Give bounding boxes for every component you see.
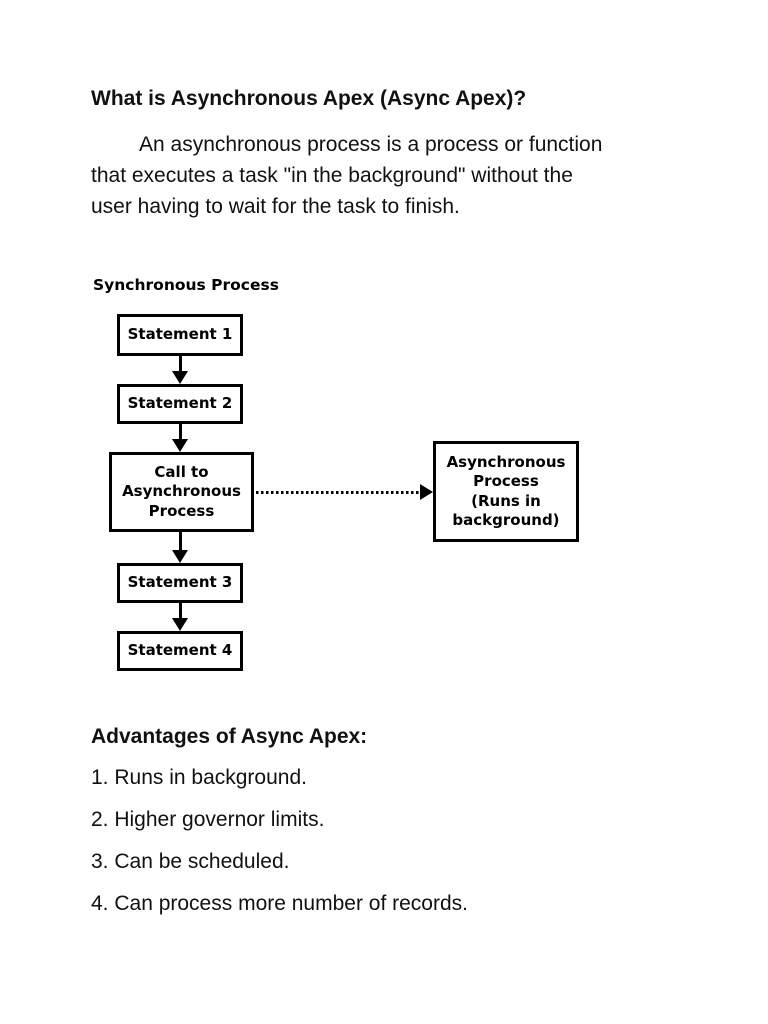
arrow-shaft (179, 424, 182, 439)
flow-box-statement-3: Statement 3 (117, 563, 243, 603)
flow-box-statement-1: Statement 1 (117, 314, 243, 356)
down-arrow-icon (172, 603, 189, 631)
list-item: 4. Can process more number of records. (91, 892, 468, 915)
list-item: 1. Runs in background. (91, 766, 307, 789)
arrow-shaft (256, 490, 421, 494)
down-arrow-icon (172, 424, 189, 452)
flow-box-async-process: Asynchronous Process (Runs in background… (433, 441, 579, 542)
arrow-head (172, 439, 188, 452)
arrow-shaft (179, 603, 182, 618)
arrow-shaft (179, 532, 182, 550)
arrow-shaft (179, 356, 182, 371)
down-arrow-icon (172, 532, 189, 563)
advantages-heading: Advantages of Async Apex: (91, 725, 368, 748)
down-arrow-icon (172, 356, 189, 384)
arrow-head (420, 484, 433, 500)
list-item: 3. Can be scheduled. (91, 850, 290, 873)
arrow-head (172, 550, 188, 563)
flow-box-call-to-async-process: Call to Asynchronous Process (109, 452, 254, 532)
flow-box-statement-4: Statement 4 (117, 631, 243, 671)
list-item: 2. Higher governor limits. (91, 808, 325, 831)
arrow-head (172, 618, 188, 631)
flow-box-statement-2: Statement 2 (117, 384, 243, 424)
page-title: What is Asynchronous Apex (Async Apex)? (91, 87, 527, 110)
intro-paragraph: An asynchronous process is a process or … (91, 133, 603, 218)
arrow-head (172, 371, 188, 384)
dotted-right-arrow-icon (256, 484, 433, 500)
diagram-title: Synchronous Process (93, 276, 279, 294)
